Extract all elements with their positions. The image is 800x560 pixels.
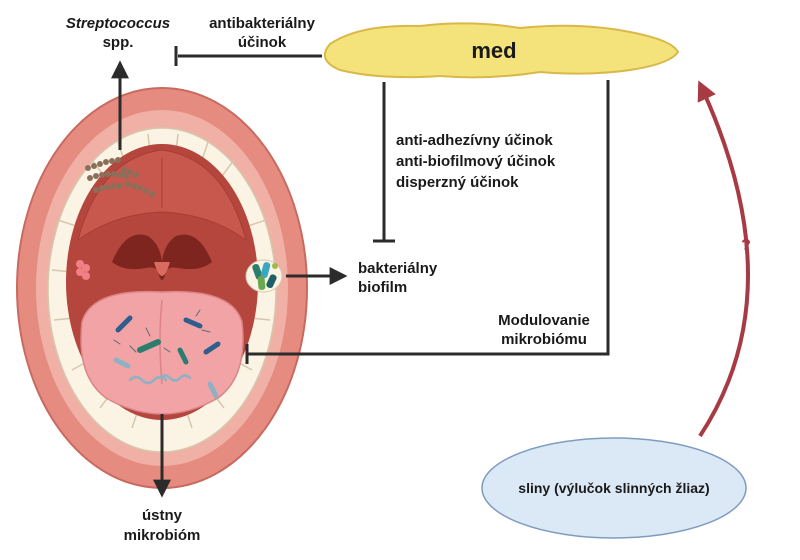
saliva-label: sliny (výlučok slinných žliaz)	[518, 480, 709, 496]
saliva-to-honey-arrow	[697, 80, 750, 438]
effects-label-line3: disperzný účinok	[396, 174, 519, 191]
honey-shape	[323, 22, 680, 79]
honey-label: med	[471, 38, 516, 63]
left-biofilm-cluster	[76, 260, 90, 280]
streptococcus-chains	[85, 157, 155, 197]
streptococcus-label: Streptococcus	[66, 15, 170, 32]
effects-label-line2: anti-biofilmový účinok	[396, 153, 556, 170]
modulation-label-line1: Modulovanie	[498, 312, 590, 329]
question-mark-label: ?	[741, 237, 751, 254]
modulation-label-line2: mikrobiómu	[501, 331, 587, 348]
oral-microbiome-label-line1: ústny	[142, 507, 183, 524]
saliva-ellipse	[481, 437, 747, 539]
antibacterial-label-line2: účinok	[238, 34, 287, 51]
antibacterial-label-line1: antibakteriálny	[209, 15, 316, 32]
tongue	[80, 290, 244, 415]
modulation-line	[248, 80, 610, 356]
biofilm-cluster	[245, 259, 283, 293]
biofilm-label-line1: bakteriálny	[358, 260, 438, 277]
uvula	[112, 234, 212, 280]
connectors	[111, 46, 610, 498]
biofilm-label-line2: biofilm	[358, 279, 407, 296]
effects-label-line1: anti-adhezívny účinok	[396, 132, 553, 149]
streptococcus-spp-label: spp.	[103, 34, 134, 51]
oral-microbiome-label-line2: mikrobióm	[124, 527, 201, 544]
tongue-bacteria	[113, 309, 221, 399]
mouth-illustration	[16, 87, 308, 489]
